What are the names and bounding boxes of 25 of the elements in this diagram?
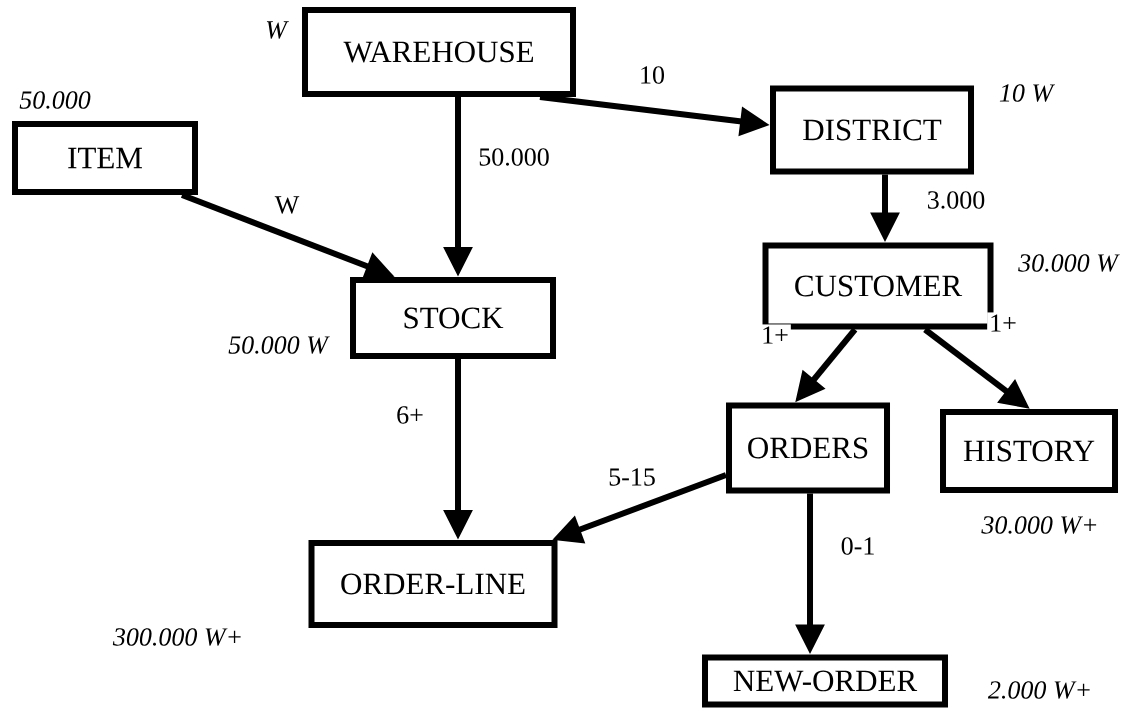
edge-label: 5-15 (606, 466, 658, 488)
edge-label: 3.000 (924, 189, 988, 211)
cardinality-label: W (266, 21, 289, 39)
entity-box: ORDERS (726, 402, 890, 494)
edge-label: 6+ (394, 404, 426, 426)
edge-label: 0-1 (838, 535, 878, 557)
edge-label: 50.000 (476, 146, 552, 168)
entity-box: WAREHOUSE (302, 7, 576, 97)
edge-label: W (272, 194, 302, 216)
edge-label: 1+ (759, 324, 791, 346)
cardinality-label: 50.000 (19, 91, 91, 109)
cardinality-label: 30.000 W+ (981, 516, 1097, 534)
cardinality-label: 30.000 W (1018, 254, 1120, 272)
entity-box: DISTRICT (770, 85, 974, 175)
entity-box: ITEM (12, 121, 198, 195)
cardinality-label: 2.000 W+ (987, 681, 1090, 699)
entity-box: HISTORY (940, 409, 1118, 493)
edge-label: 10 (637, 64, 667, 86)
entity-box: STOCK (350, 277, 556, 359)
cardinality-label: 50.000 W (228, 336, 330, 354)
entity-box: ORDER-LINE (308, 540, 558, 628)
cardinality-label: 300.000 W+ (112, 628, 241, 646)
edge-label: 1+ (987, 312, 1019, 334)
entity-box: NEW-ORDER (702, 654, 948, 708)
cardinality-label: 10 W (999, 84, 1056, 102)
